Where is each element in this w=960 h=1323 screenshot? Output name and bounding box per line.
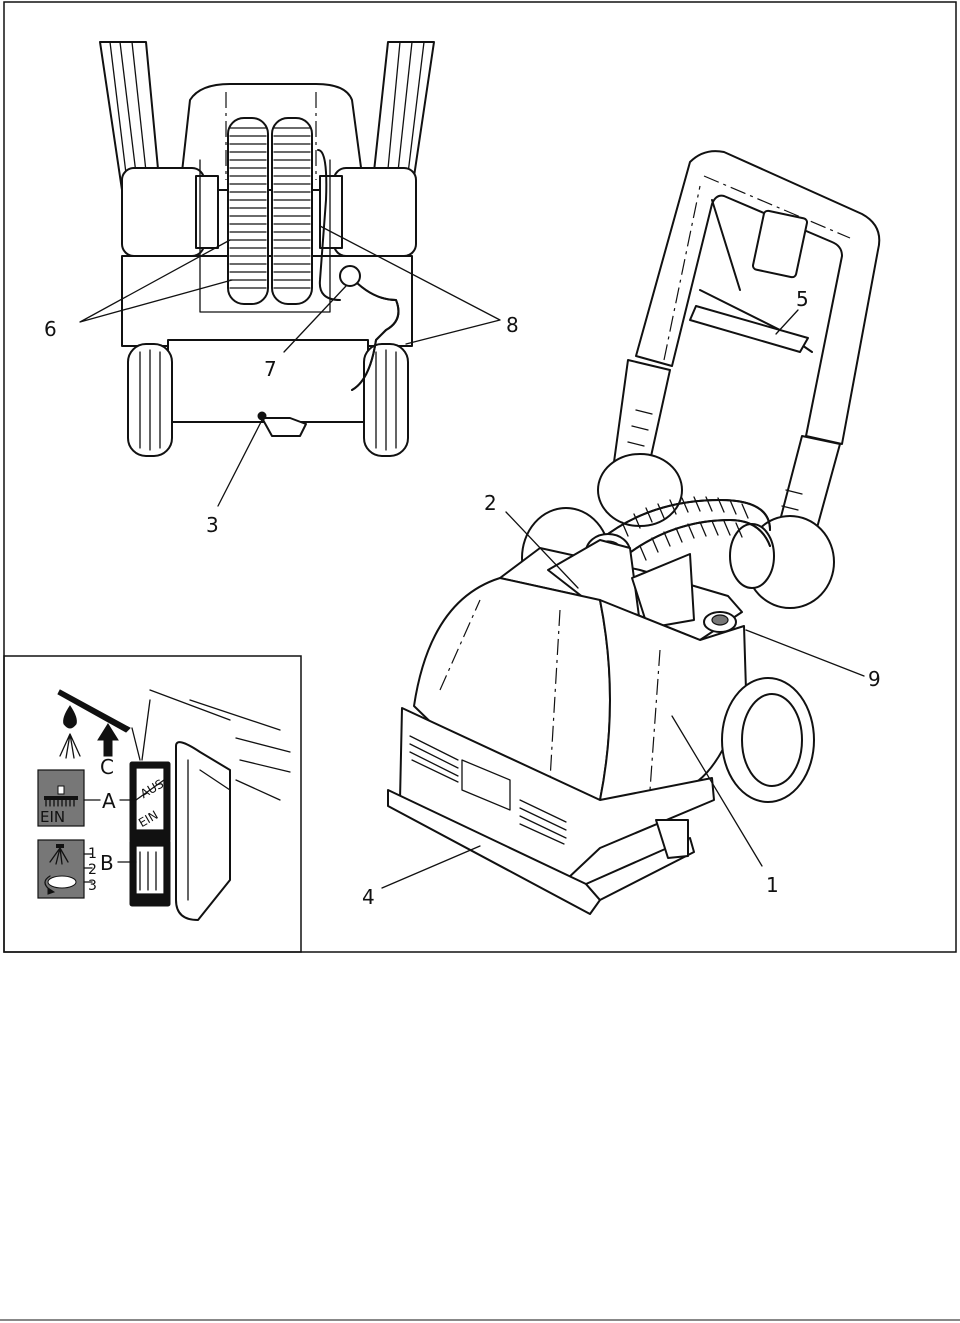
position-2-label: 2 [88,862,97,878]
perspective-view-leaders [381,309,865,889]
rotate-brush-icon [44,875,77,895]
callout-6: 6 [44,317,57,341]
callout-4: 4 [362,885,375,909]
perspective-view-drawing [387,150,881,915]
ein-label-text: EIN [40,808,65,826]
brush-icon [44,785,78,807]
callout-9: 9 [868,667,881,691]
spray-icon [49,844,69,865]
callout-7: 7 [264,357,277,381]
inset-label-a: A [102,789,116,813]
callout-2: 2 [484,491,497,515]
water-drop-icon [63,705,77,729]
inset-label-b: B [100,851,114,875]
control-panel-inset: AUS EIN EIN 1 2 3 [37,689,291,921]
arrow-up-icon [97,723,119,757]
figure-frame [3,1,957,953]
callout-8: 8 [506,313,519,337]
callout-5: 5 [796,287,809,311]
inset-label-c: C [100,755,114,779]
rear-view-drawing [99,41,435,457]
rear-view-leaders [79,225,501,507]
position-3-label: 3 [88,878,97,894]
inset-frame [3,655,302,953]
callout-1: 1 [766,873,779,897]
spray-icon [59,733,81,759]
position-1-label: 1 [88,846,97,862]
callout-3: 3 [206,513,219,537]
